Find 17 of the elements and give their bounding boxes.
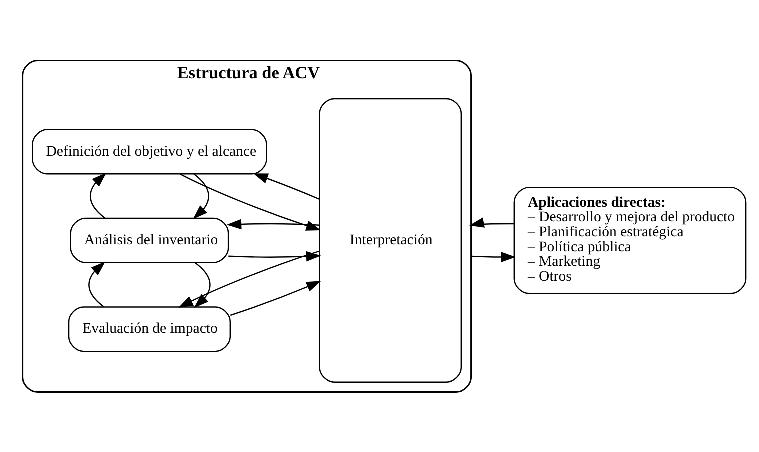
- arrow: [193, 173, 210, 219]
- arrow: [178, 250, 320, 308]
- node-box: Definición del objetivo y el alcance: [32, 128, 268, 174]
- node-box: Evaluación de impacto: [68, 306, 232, 352]
- arrow: [253, 173, 320, 200]
- arrow: [194, 262, 211, 308]
- node-box: Análisis del inventario: [70, 217, 230, 263]
- arrow: [469, 217, 514, 228]
- arrow: [90, 172, 107, 218]
- node-box: Interpretación: [319, 98, 462, 382]
- arrow: [228, 250, 322, 262]
- node-box: Aplicaciones directas: – Desarrollo y mejora del producto – Planificación estratégica – Política pública – Marketing – Otros: [514, 186, 747, 294]
- arrow: [226, 218, 320, 230]
- arrow: [471, 252, 516, 262]
- arrow: [180, 173, 322, 230]
- arrow: [88, 261, 106, 307]
- arrow: [230, 280, 322, 316]
